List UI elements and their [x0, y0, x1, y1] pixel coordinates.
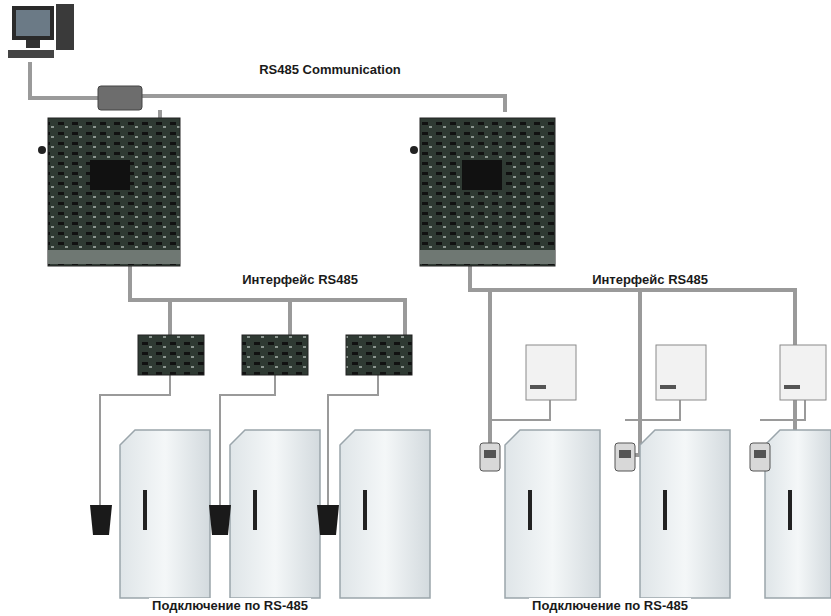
bus-wire	[30, 62, 795, 455]
door	[120, 430, 831, 598]
interface-label: Интерфейс RS485	[589, 272, 711, 288]
bus-label: RS485 Communication	[256, 62, 404, 78]
interface-label: Интерфейс RS485	[239, 272, 361, 288]
computer-icon	[8, 4, 74, 58]
converter-icon	[98, 86, 142, 110]
door-handle	[143, 490, 792, 530]
caption-label: Подключение по RS-485	[149, 598, 311, 614]
card-reader	[480, 443, 770, 471]
reader-box	[526, 345, 826, 400]
controller-board	[410, 118, 555, 266]
caption-label: Подключение по RS-485	[529, 598, 691, 614]
controller-board	[38, 118, 180, 266]
door-module	[138, 335, 412, 375]
card-reader	[90, 505, 339, 535]
